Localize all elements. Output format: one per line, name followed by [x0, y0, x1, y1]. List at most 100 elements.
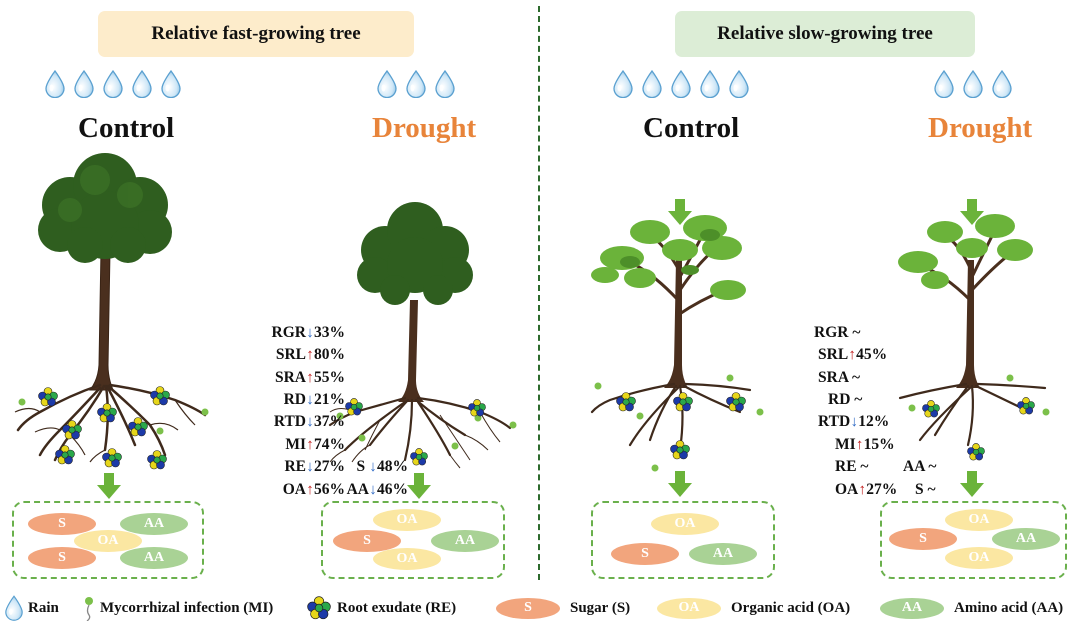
sugar-oval: S — [28, 513, 96, 535]
legend-amino-acid: AA Amino acid (AA) — [880, 595, 1063, 621]
arrow-up-icon: ↑ — [858, 482, 867, 498]
arrow-up-icon: ↑ — [855, 437, 864, 453]
metric-rgr: RGR↓33% — [271, 324, 345, 341]
organic-acid-oval: OA — [651, 513, 719, 535]
fast-drought-label: Drought — [372, 112, 477, 144]
amino-acid-oval: AA — [120, 547, 188, 569]
root-exudate-icon — [307, 596, 331, 620]
amino-acid-oval: AA — [431, 530, 499, 552]
metric-re: RE↓27% — [284, 458, 345, 475]
rain-drop-icon — [131, 70, 153, 98]
slow-drought-label: Drought — [928, 112, 1033, 144]
slow-control-label: Control — [643, 112, 740, 144]
metric-rgr: RGR ~ — [814, 324, 861, 341]
rain-drop-icon — [612, 70, 634, 98]
metric-rtd: RTD↓37% — [273, 413, 345, 430]
fast-tree-header: Relative fast-growing tree — [98, 11, 414, 57]
down-arrow-icon — [960, 471, 984, 497]
arrow-down-icon: ↓ — [306, 392, 314, 408]
rain-drop-icon — [376, 70, 398, 98]
legend-sugar: S Sugar (S) — [496, 595, 630, 621]
sugar-oval: S — [611, 543, 679, 565]
arrow-up-icon: ↑ — [306, 370, 314, 386]
arrow-down-icon: ↓ — [369, 482, 377, 498]
amino-acid-oval: AA — [689, 543, 757, 565]
organic-acid-oval: OA — [373, 548, 441, 570]
organic-acid-oval: OA — [657, 597, 721, 619]
rain-drop-icon — [728, 70, 750, 98]
section-divider — [538, 6, 540, 580]
fast-control-tree — [14, 153, 207, 463]
amino-acid-oval: AA — [880, 597, 944, 619]
down-arrow-icon — [668, 471, 692, 497]
rain-drops-slow-control — [612, 70, 750, 98]
rain-drops-fast-drought — [376, 70, 456, 98]
legend-re: Root exudate (RE) — [307, 595, 456, 621]
organic-acid-oval: OA — [74, 530, 142, 552]
arrow-down-icon: ↓ — [850, 414, 858, 430]
rain-drops-slow-drought — [933, 70, 1013, 98]
rain-drop-icon — [44, 70, 66, 98]
down-arrow-icon — [960, 199, 984, 225]
metric-rd: RD ~ — [828, 391, 863, 408]
slow-control-tree — [590, 215, 752, 452]
metric-oa: OA↑27% — [835, 481, 898, 498]
composition-box-fast-control: S AA OA S AA — [12, 501, 204, 579]
composition-box-fast-drought: OA S AA OA — [321, 501, 505, 579]
down-arrow-icon — [668, 199, 692, 225]
rain-drop-icon — [102, 70, 124, 98]
rain-drop-icon — [962, 70, 984, 98]
rain-drop-icon — [641, 70, 663, 98]
metric-srl: SRL↑80% — [275, 346, 345, 363]
down-arrow-icon — [97, 473, 121, 499]
trees-illustration — [14, 153, 1050, 472]
rain-drop-icon — [73, 70, 95, 98]
metric-oa: OA↑56% — [282, 481, 345, 498]
rain-drop-icon — [4, 595, 24, 621]
arrow-down-icon: ↓ — [306, 325, 314, 341]
legend-organic-acid: OA Organic acid (OA) — [657, 595, 850, 621]
rain-drop-icon — [699, 70, 721, 98]
rain-drop-icon — [434, 70, 456, 98]
organic-acid-oval: OA — [945, 509, 1013, 531]
legend-mi: Mycorrhizal infection (MI) — [80, 595, 273, 621]
sugar-oval: S — [28, 547, 96, 569]
metric-mi: MI↑74% — [285, 436, 345, 453]
metric-aa: AA↓46% — [346, 481, 408, 498]
amino-acid-oval: AA — [120, 513, 188, 535]
fast-drought-tree — [328, 202, 512, 469]
rain-drop-icon — [670, 70, 692, 98]
mycorrhizal-dots — [18, 374, 1050, 472]
amino-acid-oval: AA — [992, 528, 1060, 550]
organic-acid-oval: OA — [373, 509, 441, 531]
organic-acid-oval: OA — [945, 547, 1013, 569]
rain-drop-icon — [991, 70, 1013, 98]
sugar-oval: S — [333, 530, 401, 552]
rain-drops-fast-control — [44, 70, 182, 98]
composition-box-slow-control: OA S AA — [591, 501, 775, 579]
arrow-up-icon: ↑ — [306, 437, 314, 453]
rain-drop-icon — [160, 70, 182, 98]
sugar-oval: S — [496, 597, 560, 619]
legend-rain: Rain — [4, 595, 59, 621]
down-arrow-icon — [407, 473, 431, 499]
mycorrhiza-icon — [85, 597, 93, 621]
rain-drop-icon — [405, 70, 427, 98]
composition-box-slow-drought: OA S AA OA — [880, 501, 1067, 579]
metric-s: S ~ — [915, 481, 936, 498]
metric-sra: SRA↑55% — [274, 369, 345, 386]
arrow-up-icon: ↑ — [306, 482, 314, 498]
arrow-up-icon: ↑ — [848, 347, 856, 363]
metric-s: S ↓48% — [356, 458, 409, 475]
metric-sra: SRA ~ — [818, 369, 861, 386]
sugar-oval: S — [889, 528, 957, 550]
metric-rd: RD↓21% — [283, 391, 345, 408]
arrow-down-icon: ↓ — [306, 414, 314, 430]
fast-control-label: Control — [78, 112, 175, 144]
arrow-down-icon: ↓ — [306, 459, 314, 475]
arrow-down-icon: ↓ — [369, 459, 377, 475]
slow-tree-header: Relative slow-growing tree — [675, 11, 975, 57]
metric-re: RE ~ — [835, 458, 869, 475]
metric-rtd: RTD↓12% — [818, 413, 890, 430]
metric-srl: SRL↑45% — [818, 346, 888, 363]
